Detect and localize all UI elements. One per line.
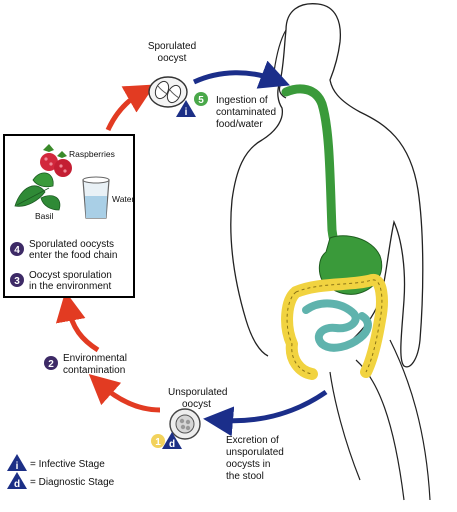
excretion-line2: unsporulated	[226, 447, 284, 458]
unsporulated-oocyst	[169, 408, 201, 440]
stage-5-text-line1: Ingestion of	[216, 95, 268, 106]
stage-4-circle	[10, 242, 24, 256]
legend-diagnostic-symbol: d	[14, 479, 20, 490]
infective-triangle-5	[176, 100, 196, 117]
stage-1-number: 1	[155, 437, 161, 448]
excretion-line1: Excretion of	[226, 435, 279, 446]
stage-4-text-line1: Sporulated oocysts	[29, 239, 114, 250]
stage-3-number: 3	[14, 276, 20, 287]
stage-3-circle	[10, 273, 24, 287]
stage-1-text-line1: Unsporulated	[168, 387, 227, 398]
stage-2-text-line1: Environmental	[63, 353, 127, 364]
stage-3-text-line2: in the environment	[29, 281, 111, 292]
body-legs-outline	[329, 339, 431, 501]
stage-5-number: 5	[198, 95, 204, 106]
stage-4-text-line2: enter the food chain	[29, 250, 117, 261]
legend-infective-triangle	[7, 454, 27, 471]
basil-icon	[14, 172, 61, 211]
sporulated-label-line2: oocyst	[158, 53, 187, 64]
stage-1-text-line2: oocyst	[182, 399, 211, 410]
food-chain-illustration: Raspberries Basil Water 4 Sporulated ooc…	[10, 144, 133, 292]
face-outline	[272, 29, 287, 99]
legend-infective-text: = Infective Stage	[30, 459, 105, 470]
arrow-box-to-sporulated	[105, 84, 156, 132]
arrow-stage1-to-stage2	[88, 374, 161, 413]
arrow-stage2-to-box	[55, 291, 100, 353]
stage-5-text-line3: food/water	[216, 119, 263, 130]
arrow-ingestion	[192, 60, 291, 89]
legend-diagnostic-triangle	[7, 472, 27, 489]
stage-5-text-line2: contaminated	[216, 107, 276, 118]
basil-label: Basil	[35, 211, 54, 221]
stage-4-number: 4	[14, 245, 20, 256]
water-glass-icon	[82, 176, 110, 219]
stage-2-circle	[44, 356, 58, 370]
stage-2-text-line2: contamination	[63, 365, 125, 376]
diagnostic-triangle-1-symbol: d	[169, 439, 175, 450]
diagnostic-triangle-1	[162, 432, 182, 449]
water-label: Water	[112, 194, 133, 204]
legend-infective-symbol: i	[16, 461, 19, 472]
food-chain-box: Raspberries Basil Water 4 Sporulated ooc…	[3, 134, 135, 298]
excretion-line3: oocysts in	[226, 459, 270, 470]
colon-outline	[286, 279, 383, 375]
stage-1-circle	[151, 434, 165, 448]
infective-triangle-5-symbol: i	[185, 107, 188, 118]
excretion-line4: the stool	[226, 471, 264, 482]
sporulated-oocyst	[148, 76, 188, 108]
raspberries-icon	[40, 144, 72, 177]
stage-5-circle	[194, 92, 208, 106]
sporulated-label-line1: Sporulated	[148, 41, 196, 52]
legend-diagnostic-text: = Diagnostic Stage	[30, 477, 115, 488]
arrow-excretion	[203, 389, 328, 437]
stage-2-number: 2	[48, 359, 54, 370]
small-intestine	[302, 299, 372, 352]
raspberries-label: Raspberries	[69, 149, 115, 159]
stage-3-text-line1: Oocyst sporulation	[29, 270, 112, 281]
